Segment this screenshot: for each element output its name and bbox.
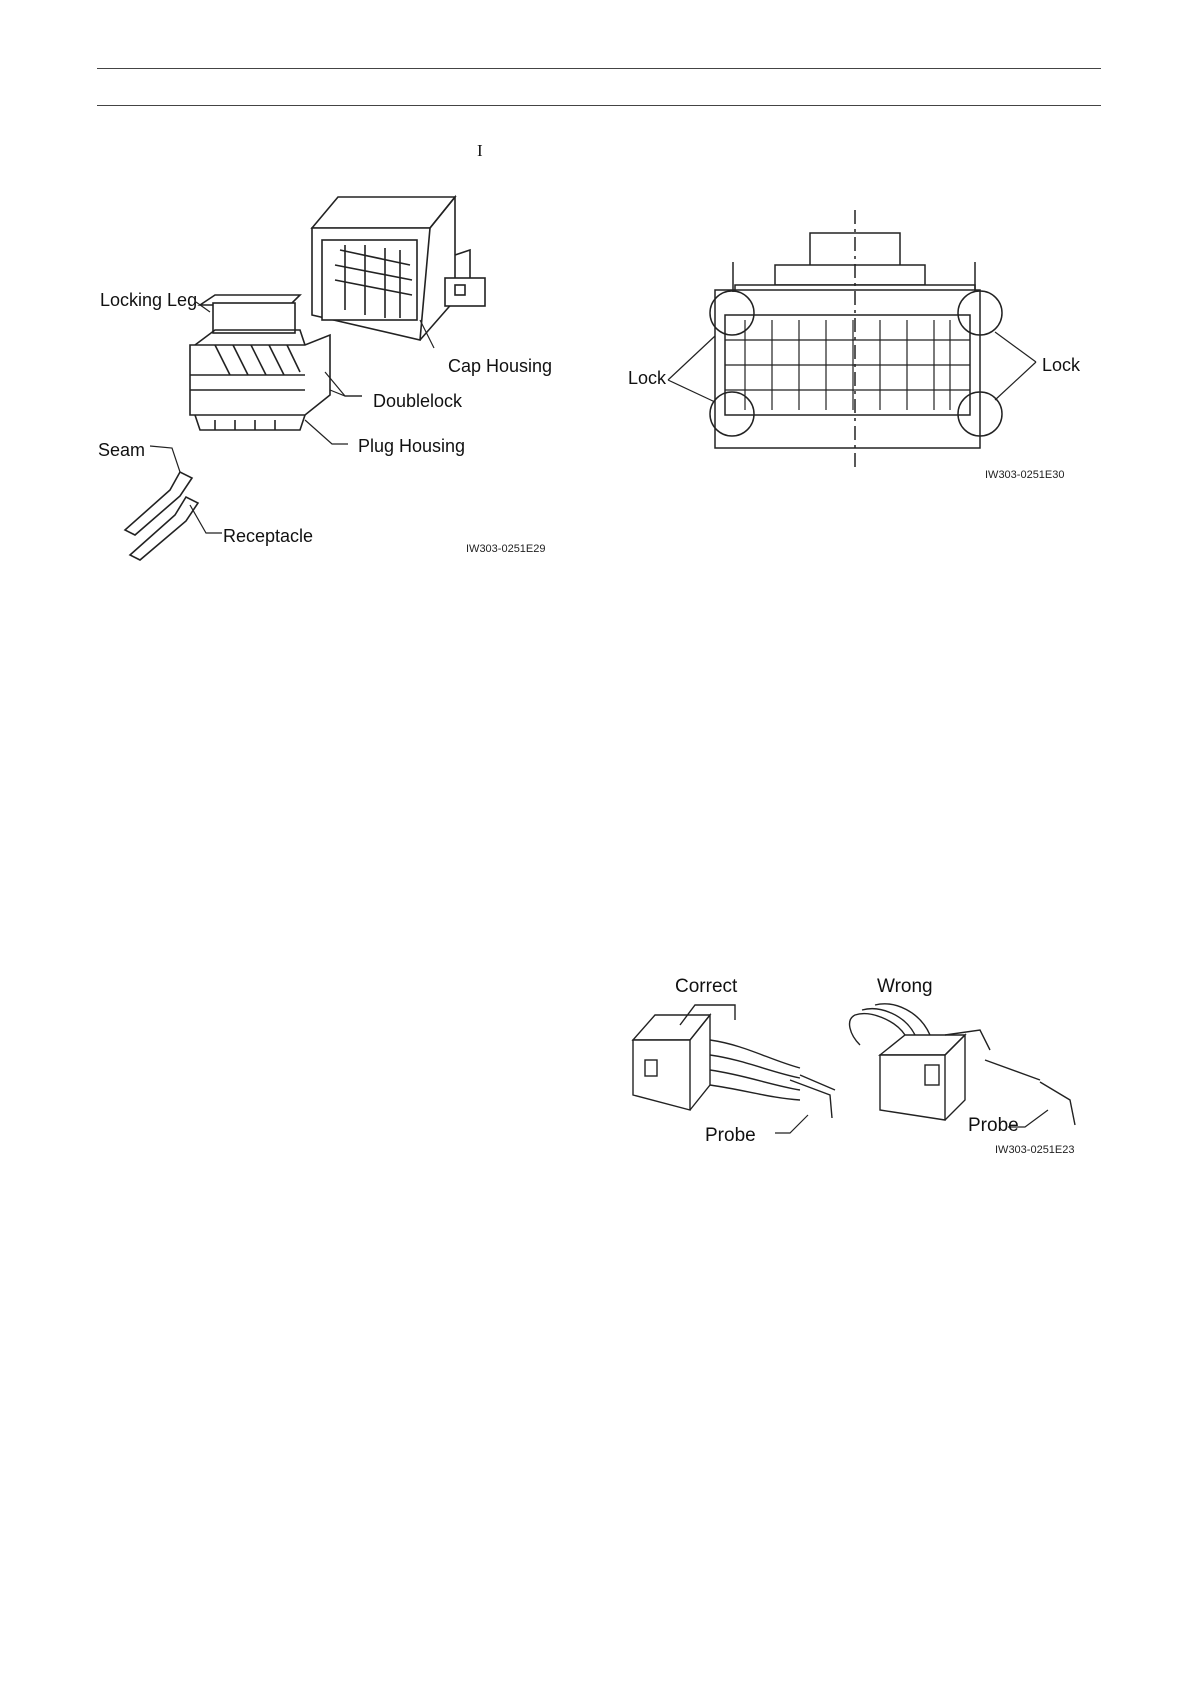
label-doublelock: Doublelock [373, 391, 463, 411]
connector-front-diagram [668, 210, 1036, 472]
label-lock-right: Lock [1042, 355, 1081, 375]
label-lock-left: Lock [628, 368, 667, 388]
receptacle-drawing [125, 472, 198, 560]
label-cap-housing: Cap Housing [448, 356, 552, 376]
left-leader-lines [150, 302, 434, 533]
label-probe-left: Probe [705, 1125, 756, 1146]
label-probe-right: Probe [968, 1115, 1019, 1136]
probe-diagram [633, 1004, 1075, 1133]
probe-diagram-labels: Correct Wrong Probe Probe IW303-0251E23 [675, 976, 1075, 1156]
label-receptacle: Receptacle [223, 526, 313, 546]
probe-wrong-drawing [850, 1004, 1075, 1125]
plug-housing-drawing [190, 295, 330, 430]
connector-exploded-labels: Locking Leg Cap Housing Doublelock Plug … [98, 290, 552, 555]
figure-bottom-code: IW303-0251E23 [995, 1144, 1075, 1156]
label-plug-housing: Plug Housing [358, 436, 465, 456]
cap-housing-drawing [312, 197, 485, 340]
label-wrong: Wrong [877, 976, 933, 997]
label-locking-leg: Locking Leg [100, 290, 197, 310]
figure-right-code: IW303-0251E30 [985, 469, 1065, 481]
probe-correct-drawing [633, 1005, 835, 1118]
label-seam: Seam [98, 440, 145, 460]
figure-left-code: IW303-0251E29 [466, 543, 546, 555]
connector-exploded-diagram [125, 197, 485, 560]
label-correct: Correct [675, 976, 738, 997]
